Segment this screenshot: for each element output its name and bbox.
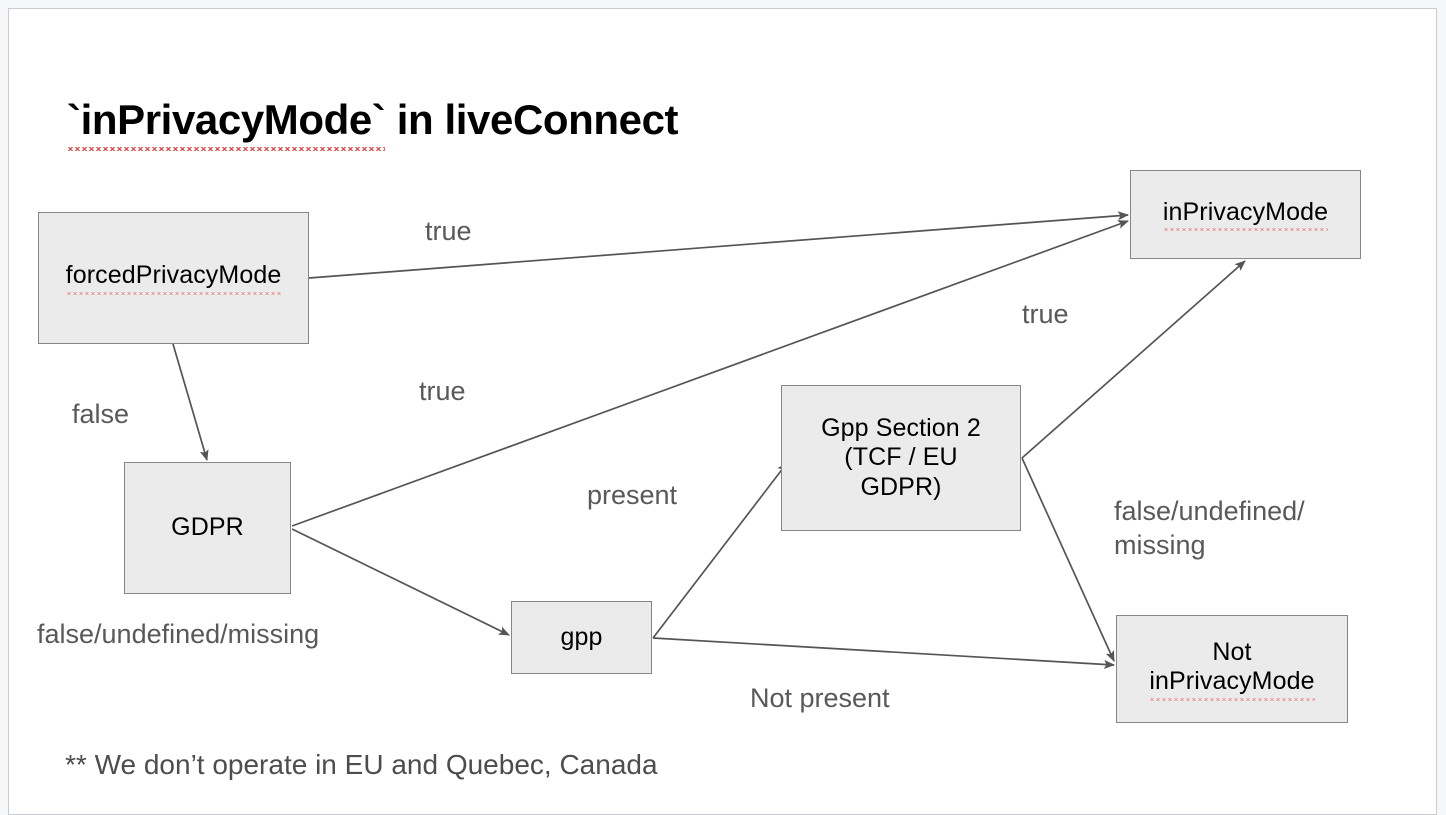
- edge-label-gdpr-false: false/undefined/missing: [37, 619, 320, 649]
- edge-label-gdpr-true: true: [419, 376, 466, 406]
- edge-label-gpp-present: present: [587, 480, 678, 510]
- edge-gdpr-false: [291, 528, 510, 636]
- edge-gpp-notpresent: [652, 637, 1115, 669]
- node-label-notInPrivacyMode: Not inPrivacyMode: [1149, 637, 1315, 701]
- page-title-suffix: in liveConnect: [385, 96, 679, 143]
- node-gpp[interactable]: gpp: [511, 601, 652, 674]
- page-title: `inPrivacyMode` in liveConnect: [67, 96, 679, 144]
- edge-label-gpp-notpresent: Not present: [750, 683, 890, 713]
- node-label-gppSection2: Gpp Section 2 (TCF / EU GDPR): [821, 413, 981, 501]
- node-gppSection2[interactable]: Gpp Section 2 (TCF / EU GDPR): [781, 385, 1021, 531]
- node-label-gpp: gpp: [560, 622, 603, 651]
- edge-forced-false: [172, 343, 209, 461]
- node-forcedPrivacyMode[interactable]: forcedPrivacyMode: [38, 212, 309, 344]
- page-title-code: `inPrivacyMode`: [67, 96, 386, 151]
- edge-label-forced-true: true: [425, 216, 472, 246]
- footnote: ** We don’t operate in EU and Quebec, Ca…: [65, 749, 658, 780]
- node-inPrivacyMode[interactable]: inPrivacyMode: [1130, 170, 1361, 259]
- node-label-gdpr: GDPR: [171, 513, 244, 542]
- edge-section2-true: [1021, 260, 1246, 459]
- edge-label-section2-true: true: [1022, 299, 1069, 329]
- edge-label-section2-false: false/undefined/ missing: [1114, 496, 1305, 560]
- node-label-inPrivacyMode: inPrivacyMode: [1162, 197, 1329, 232]
- edge-label-forced-false: false: [72, 399, 130, 429]
- slide-canvas: `inPrivacyMode` in liveConnect forcedPri…: [8, 8, 1437, 815]
- diagram-stage: `inPrivacyMode` in liveConnect forcedPri…: [9, 9, 1436, 814]
- edge-section2-false: [1021, 457, 1115, 662]
- node-gdpr[interactable]: GDPR: [124, 462, 291, 594]
- node-label-forcedPrivacyMode: forcedPrivacyMode: [65, 261, 282, 295]
- node-notInPrivacyMode[interactable]: Not inPrivacyMode: [1116, 615, 1348, 723]
